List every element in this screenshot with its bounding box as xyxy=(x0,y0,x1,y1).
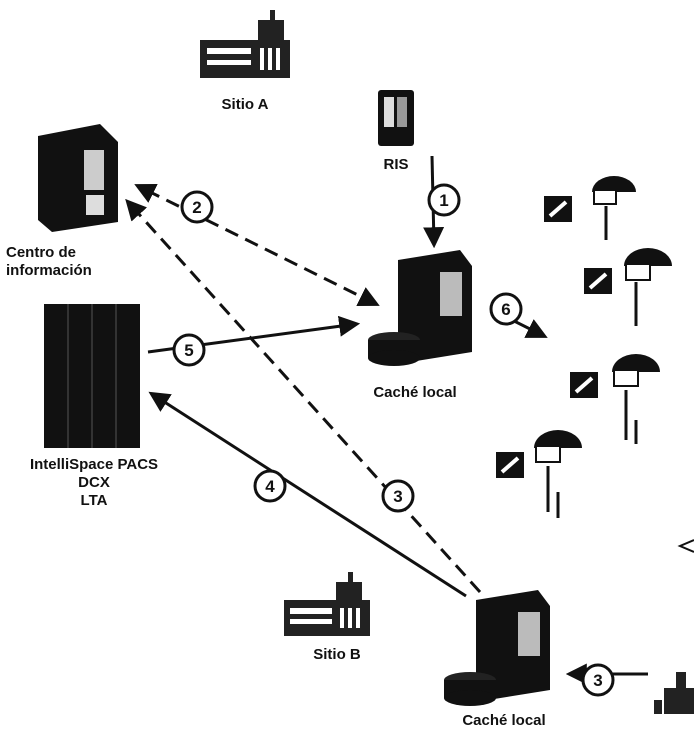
local-cache-bottom-label: Caché local xyxy=(462,712,545,730)
chevron-left-icon xyxy=(680,540,694,552)
local-cache-bottom-icon xyxy=(444,590,550,706)
step-4-badge: 4 xyxy=(255,471,285,501)
workstation-user-2 xyxy=(584,248,672,326)
partial-site-icon xyxy=(654,672,694,714)
pacs-label-line1: IntelliSpace PACS xyxy=(30,456,158,474)
step-3-badge: 3 xyxy=(383,481,413,511)
pacs-label-line3: LTA xyxy=(81,492,108,510)
info-center-label-line1: Centro de xyxy=(6,244,76,262)
local-cache-top-label: Caché local xyxy=(373,384,456,402)
info-center-server-icon xyxy=(38,124,118,232)
workstation-user-group xyxy=(496,176,694,552)
ris-server-icon xyxy=(378,90,414,146)
svg-text:3: 3 xyxy=(393,487,402,506)
ris-label: RIS xyxy=(383,156,408,174)
workstation-user-1 xyxy=(544,176,636,240)
workstation-user-3 xyxy=(570,354,660,444)
svg-text:6: 6 xyxy=(501,300,510,319)
arrow-step-4 xyxy=(152,394,466,596)
site-b-label: Sitio B xyxy=(313,646,361,664)
workstation-user-4 xyxy=(496,430,582,518)
step-1-badge: 1 xyxy=(429,185,459,215)
svg-text:3: 3 xyxy=(593,671,602,690)
step-6-badge: 6 xyxy=(491,294,521,324)
info-center-label-line2: información xyxy=(6,262,92,280)
step-5-badge: 5 xyxy=(174,335,204,365)
pacs-label-line2: DCX xyxy=(78,474,110,492)
step-3-right-badge: 3 xyxy=(583,665,613,695)
site-a-label: Sitio A xyxy=(222,96,269,114)
svg-text:4: 4 xyxy=(265,477,275,496)
site-a-building-icon xyxy=(200,10,290,78)
pacs-server-icon xyxy=(44,304,140,448)
site-b-building-icon xyxy=(284,572,370,636)
step-2-badge: 2 xyxy=(182,192,212,222)
svg-text:1: 1 xyxy=(439,191,448,210)
local-cache-top-icon xyxy=(368,250,472,366)
svg-text:5: 5 xyxy=(184,341,193,360)
svg-text:2: 2 xyxy=(192,198,201,217)
arrow-step-2 xyxy=(138,186,376,304)
